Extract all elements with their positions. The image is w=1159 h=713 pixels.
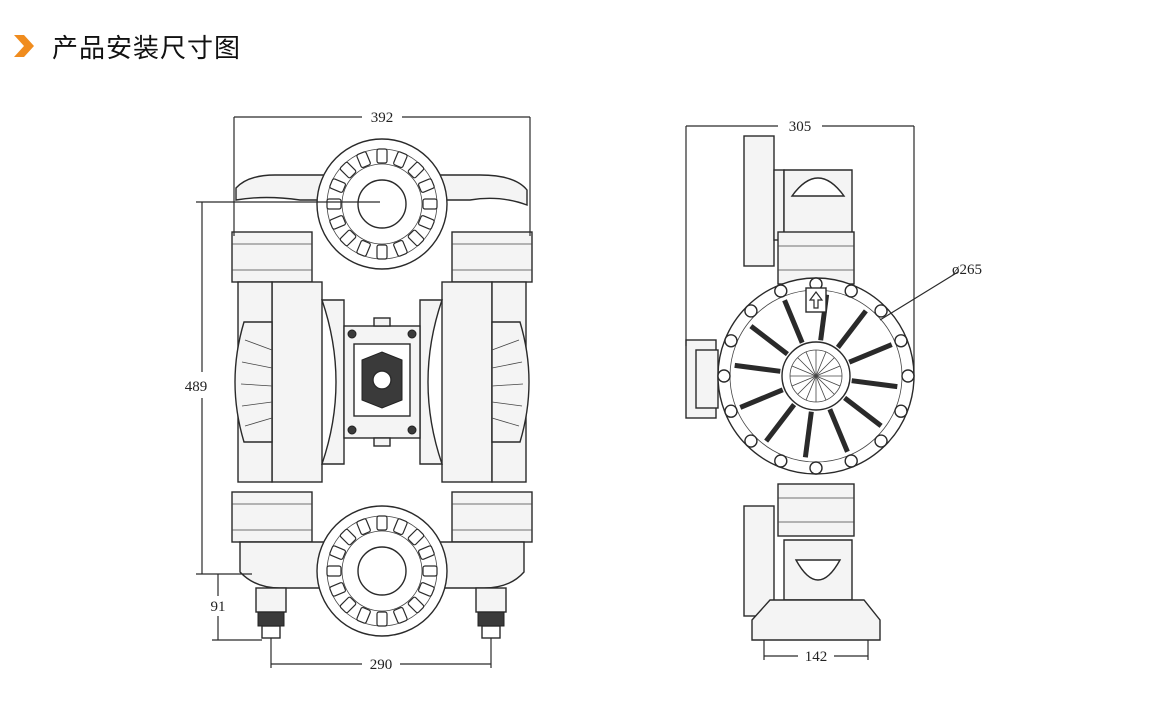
hub-line <box>797 375 817 395</box>
flange-slot <box>417 545 435 560</box>
flange-slot <box>329 215 347 230</box>
housing-bolt <box>774 454 788 468</box>
chevron-right-icon <box>14 35 34 57</box>
housing-rib <box>848 342 893 365</box>
housing-rib <box>782 299 805 344</box>
dimension-base-width: 142 <box>763 640 869 665</box>
housing-bolt <box>901 369 915 383</box>
hub-line <box>815 375 841 387</box>
flange-slot <box>407 229 425 247</box>
housing-rib <box>827 408 850 453</box>
housing-rib <box>734 362 781 374</box>
dimension-foot-span: 290 <box>270 638 492 673</box>
housing-rib <box>802 411 814 458</box>
left-foot <box>255 587 287 639</box>
flange-slot <box>339 528 357 546</box>
hub-line <box>815 375 835 395</box>
flange-slot <box>407 596 425 614</box>
height-label: 489 <box>185 379 208 395</box>
flange-slot <box>329 582 347 597</box>
base-height-label: 91 <box>211 599 226 615</box>
depth-label: 305 <box>789 119 812 135</box>
flange-slot <box>422 198 438 210</box>
flange-slot <box>326 198 342 210</box>
flange-slot <box>393 518 408 536</box>
right-foot <box>475 587 507 639</box>
flange-slot <box>393 239 408 257</box>
housing-rib <box>764 403 797 443</box>
housing-bolt <box>894 334 908 348</box>
bottom-flange <box>316 505 448 637</box>
flange-slot <box>422 565 438 577</box>
flange-slot <box>339 229 357 247</box>
flange-slot <box>329 178 347 193</box>
side-view: 305 ø265 142 <box>685 119 982 665</box>
width-label: 392 <box>371 110 394 126</box>
flange-slot <box>356 518 371 536</box>
housing-bolt <box>894 404 908 418</box>
flange-slot <box>356 239 371 257</box>
hub-line <box>805 351 817 377</box>
flange-slot <box>376 244 388 260</box>
diaphragm-diameter-label: ø265 <box>952 262 982 278</box>
top-flange <box>316 138 448 270</box>
hub-line <box>791 365 817 377</box>
dimension-width: 392 <box>233 110 531 236</box>
base-width-label: 142 <box>805 649 828 665</box>
housing-bolt <box>744 434 758 448</box>
flange-slot <box>393 151 408 169</box>
section-header: 产品安装尺寸图 <box>10 24 241 68</box>
housing-bolt <box>774 284 788 298</box>
flange-slot <box>393 606 408 624</box>
hub-line <box>815 351 827 377</box>
hub-line <box>815 365 841 377</box>
arrow-up-icon <box>805 287 827 313</box>
housing-bolt <box>724 404 738 418</box>
flange-slot <box>417 178 435 193</box>
hub-line <box>815 357 835 377</box>
hub-line <box>815 375 827 401</box>
housing-bolt <box>844 284 858 298</box>
housing-rib <box>843 395 883 428</box>
housing-bolt <box>874 304 888 318</box>
housing-rib <box>739 387 784 410</box>
dimension-diaphragm-diameter: ø265 <box>879 262 982 321</box>
flange-slot <box>329 545 347 560</box>
flange-slot <box>356 606 371 624</box>
foot-span-label: 290 <box>370 657 393 673</box>
page-title: 产品安装尺寸图 <box>52 33 242 64</box>
flange-slot <box>376 611 388 627</box>
housing-bolt <box>809 461 823 475</box>
housing-bolt <box>724 334 738 348</box>
housing-bolt <box>874 434 888 448</box>
dimension-height: 489 <box>185 201 380 575</box>
housing-rib <box>835 309 868 349</box>
housing-bolt <box>844 454 858 468</box>
housing-rib <box>749 324 789 357</box>
hub-line <box>797 357 817 377</box>
flange-slot <box>376 515 388 531</box>
housing-bolt <box>717 369 731 383</box>
dimension-depth: 305 <box>685 119 915 376</box>
front-view: 392 489 91 290 <box>185 110 533 673</box>
flange-slot <box>326 565 342 577</box>
flange-slot <box>376 148 388 164</box>
flange-slot <box>407 161 425 179</box>
dimension-base-height: 91 <box>211 574 262 641</box>
flange-slot <box>417 582 435 597</box>
housing-rib <box>851 378 898 390</box>
flange-slot <box>339 161 357 179</box>
housing-bolt <box>744 304 758 318</box>
flange-slot <box>417 215 435 230</box>
flange-slot <box>356 151 371 169</box>
hub-line <box>805 375 817 401</box>
flange-slot <box>407 528 425 546</box>
flange-slot <box>339 596 357 614</box>
hub-line <box>791 375 817 387</box>
